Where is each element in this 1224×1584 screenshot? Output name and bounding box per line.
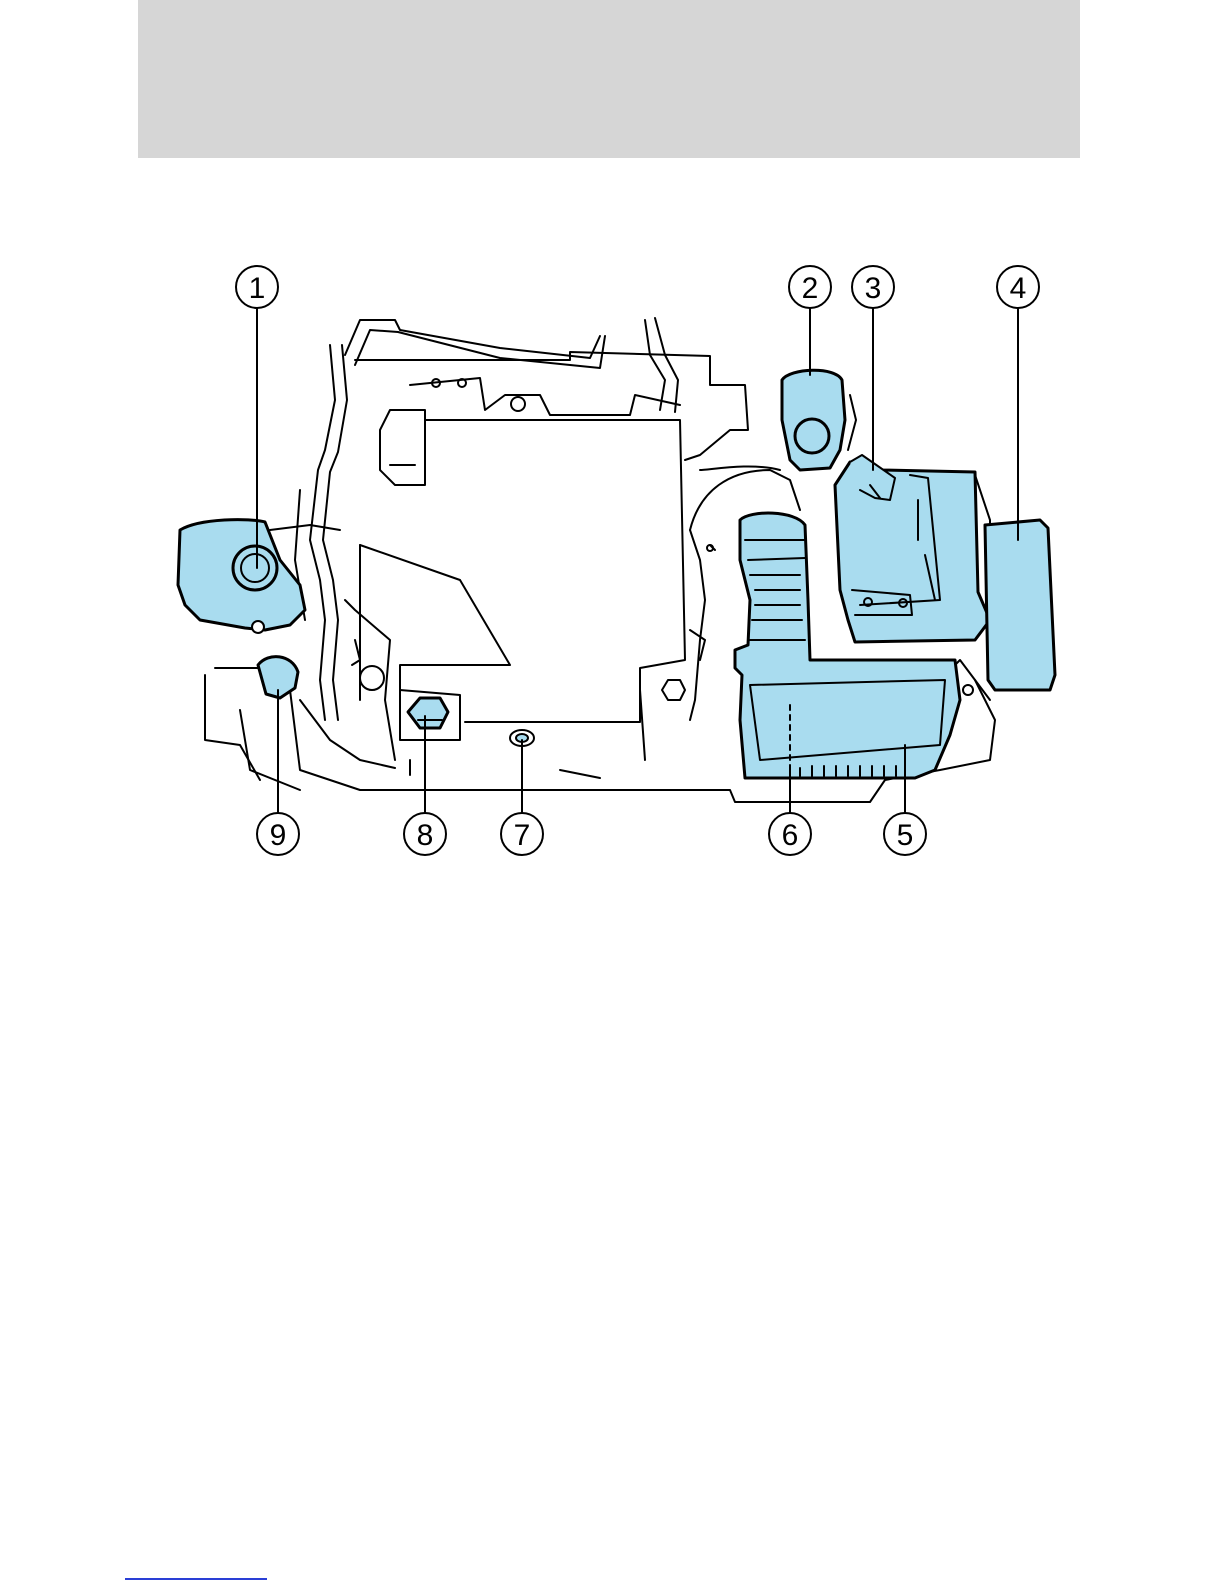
callout-4: 4: [997, 266, 1039, 308]
svg-text:2: 2: [802, 272, 819, 305]
svg-text:4: 4: [1010, 272, 1027, 305]
brake-fluid-reservoir: [782, 370, 856, 470]
svg-text:5: 5: [897, 819, 914, 852]
svg-text:8: 8: [417, 819, 434, 852]
callout-3: 3: [852, 266, 894, 308]
svg-text:6: 6: [782, 819, 799, 852]
callout-2: 2: [789, 266, 831, 308]
callout-9: 9: [257, 813, 299, 855]
battery: [835, 455, 990, 642]
callout-6: 6: [769, 813, 811, 855]
callout-7: 7: [501, 813, 543, 855]
callout-8: 8: [404, 813, 446, 855]
svg-text:9: 9: [270, 819, 287, 852]
svg-text:1: 1: [249, 272, 266, 305]
footer-link-underline[interactable]: [125, 1578, 267, 1580]
coolant-reservoir: [178, 520, 305, 633]
callout-1: 1: [236, 266, 278, 308]
oil-filler-cap: [408, 698, 448, 728]
callout-5: 5: [884, 813, 926, 855]
power-distribution-box: [985, 520, 1055, 690]
svg-text:3: 3: [865, 272, 882, 305]
svg-text:7: 7: [514, 819, 531, 852]
